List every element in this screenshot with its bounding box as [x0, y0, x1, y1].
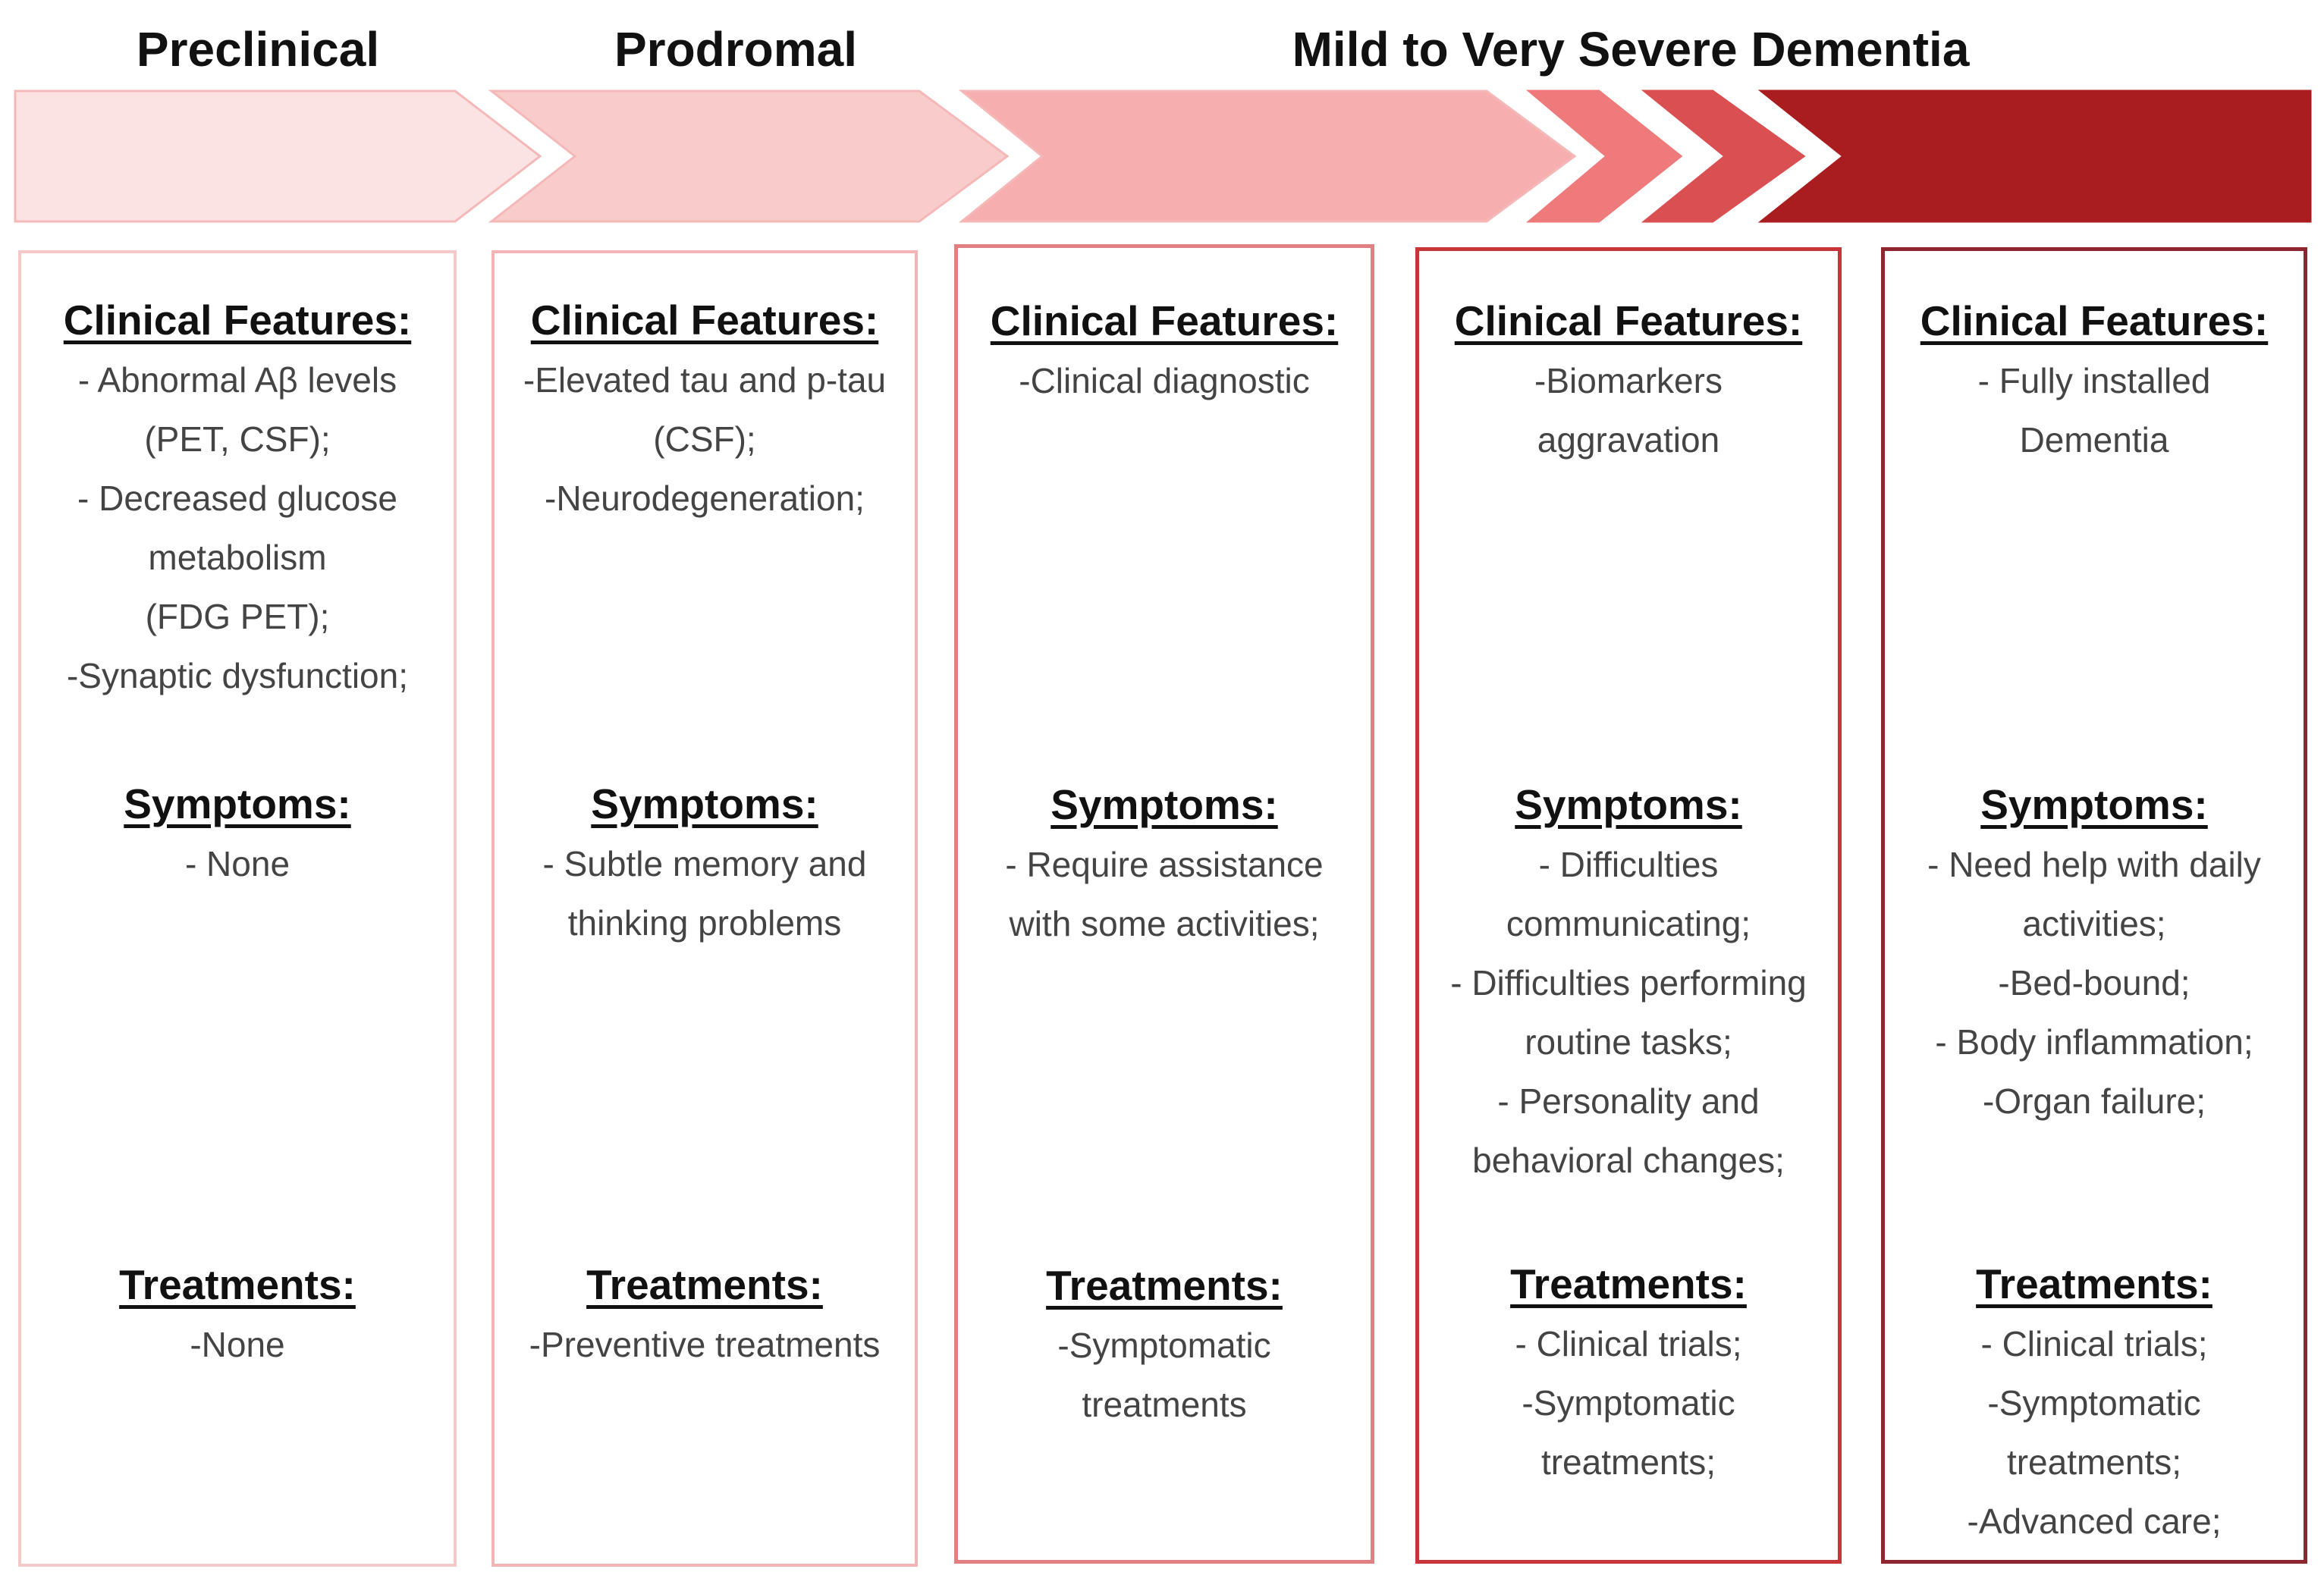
treatments-heading: Treatments: [586, 1261, 823, 1308]
chevron-prodromal [488, 89, 1010, 223]
treatments-heading: Treatments: [1046, 1262, 1283, 1309]
stage-title-dementia: Mild to Very Severe Dementia [1292, 22, 1970, 77]
symptoms-section: Symptoms: - Require assistance with some… [958, 774, 1371, 953]
treatment-line: -Symptomatic [1987, 1383, 2201, 1423]
symptom-line: - Personality and [1497, 1081, 1760, 1121]
symptoms-section: Symptoms: - Difficulties communicating; … [1419, 774, 1838, 1190]
treatment-line: -Symptomatic [1057, 1326, 1271, 1365]
symptom-line: -Organ failure; [1982, 1081, 2206, 1121]
treatment-line: - Clinical trials; [1980, 1324, 2208, 1363]
chevron-severe [1641, 89, 1806, 223]
clinical-features-heading: Clinical Features: [530, 297, 879, 344]
chevron-mild [958, 89, 1577, 223]
treatments-section: Treatments: -None [21, 1254, 454, 1374]
symptom-line: with some activities; [1009, 904, 1320, 943]
clinical-features-section: Clinical Features: -Elevated tau and p-t… [495, 290, 915, 528]
stage-title-prodromal: Prodromal [614, 22, 858, 77]
symptom-line: - Subtle memory and [542, 844, 867, 883]
clinical-feature-line: (PET, CSF); [144, 419, 331, 459]
clinical-features-heading: Clinical Features: [1454, 297, 1803, 344]
panel-preclinical: Clinical Features: - Abnormal Aβ levels … [18, 250, 457, 1567]
clinical-feature-line: aggravation [1537, 420, 1720, 460]
clinical-feature-line: -Biomarkers [1534, 361, 1723, 400]
symptom-line: - Difficulties performing [1450, 963, 1807, 1003]
treatment-line: -Symptomatic [1522, 1383, 1735, 1423]
treatments-section: Treatments: -Preventive treatments [495, 1254, 915, 1374]
treatments-section: Treatments: - Clinical trials; -Symptoma… [1885, 1254, 2304, 1551]
treatment-line: treatments; [2006, 1442, 2182, 1482]
symptoms-section: Symptoms: - Need help with daily activit… [1885, 774, 2304, 1131]
symptom-line: - Need help with daily [1927, 845, 2261, 884]
clinical-feature-line: -Synaptic dysfunction; [66, 656, 408, 695]
clinical-features-section: Clinical Features: -Biomarkers aggravati… [1419, 290, 1838, 469]
symptom-line: communicating; [1506, 904, 1751, 943]
panel-mild: Clinical Features: -Clinical diagnostic … [954, 244, 1374, 1564]
symptoms-heading: Symptoms: [124, 780, 351, 827]
panel-very-severe: Clinical Features: - Fully installed Dem… [1881, 247, 2307, 1564]
symptom-line: - Require assistance [1005, 845, 1324, 884]
chevron-preclinical [14, 89, 542, 223]
clinical-feature-line: (FDG PET); [145, 597, 330, 636]
treatment-line: -Advanced care; [1967, 1502, 2222, 1541]
treatment-line: treatments; [1540, 1442, 1716, 1482]
clinical-feature-line: -Elevated tau and p-tau [523, 360, 887, 400]
clinical-feature-line: metabolism [148, 538, 327, 577]
symptoms-section: Symptoms: - Subtle memory and thinking p… [495, 774, 915, 952]
symptom-line: behavioral changes; [1472, 1141, 1785, 1180]
symptoms-heading: Symptoms: [591, 780, 818, 827]
clinical-features-heading: Clinical Features: [1920, 297, 2269, 344]
symptom-line: thinking problems [567, 903, 842, 943]
clinical-feature-line: (CSF); [653, 419, 756, 459]
clinical-feature-line: - Decreased glucose [77, 479, 397, 518]
clinical-features-heading: Clinical Features: [990, 297, 1339, 344]
treatment-line: - Clinical trials; [1515, 1324, 1742, 1363]
symptom-line: routine tasks; [1525, 1022, 1732, 1062]
clinical-feature-line: -Neurodegeneration; [545, 479, 865, 518]
symptom-line: - None [184, 844, 290, 883]
panel-severe: Clinical Features: -Biomarkers aggravati… [1415, 247, 1842, 1564]
symptom-line: - Difficulties [1538, 845, 1719, 884]
clinical-feature-line: -Clinical diagnostic [1019, 361, 1310, 400]
symptoms-heading: Symptoms: [1051, 781, 1278, 828]
progression-arrow-band [14, 89, 2312, 223]
symptoms-heading: Symptoms: [1980, 781, 2208, 828]
stage-title-preclinical: Preclinical [136, 22, 380, 77]
chevron-very-severe [1757, 89, 2312, 223]
clinical-features-section: Clinical Features: - Abnormal Aβ levels … [21, 290, 454, 705]
treatments-heading: Treatments: [1976, 1260, 2213, 1307]
clinical-feature-line: Dementia [2019, 420, 2169, 460]
treatment-line: treatments [1082, 1385, 1247, 1424]
clinical-features-heading: Clinical Features: [63, 297, 412, 344]
treatment-line: -None [190, 1325, 285, 1364]
clinical-features-section: Clinical Features: -Clinical diagnostic [958, 290, 1371, 410]
treatments-heading: Treatments: [1510, 1260, 1747, 1307]
symptom-line: -Bed-bound; [1998, 963, 2191, 1003]
treatments-section: Treatments: - Clinical trials; -Symptoma… [1419, 1254, 1838, 1492]
clinical-feature-line: - Fully installed [1977, 361, 2211, 400]
treatments-section: Treatments: -Symptomatic treatments [958, 1255, 1371, 1434]
chevron-moderate [1525, 89, 1683, 223]
symptom-line: - Body inflammation; [1935, 1022, 2253, 1062]
treatment-line: -Preventive treatments [529, 1325, 881, 1364]
clinical-feature-line: - Abnormal Aβ levels [77, 360, 397, 400]
symptoms-heading: Symptoms: [1515, 781, 1742, 828]
treatments-heading: Treatments: [119, 1261, 356, 1308]
panel-prodromal: Clinical Features: -Elevated tau and p-t… [491, 250, 918, 1567]
clinical-features-section: Clinical Features: - Fully installed Dem… [1885, 290, 2304, 469]
symptom-line: activities; [2022, 904, 2166, 943]
symptoms-section: Symptoms: - None [21, 774, 454, 893]
